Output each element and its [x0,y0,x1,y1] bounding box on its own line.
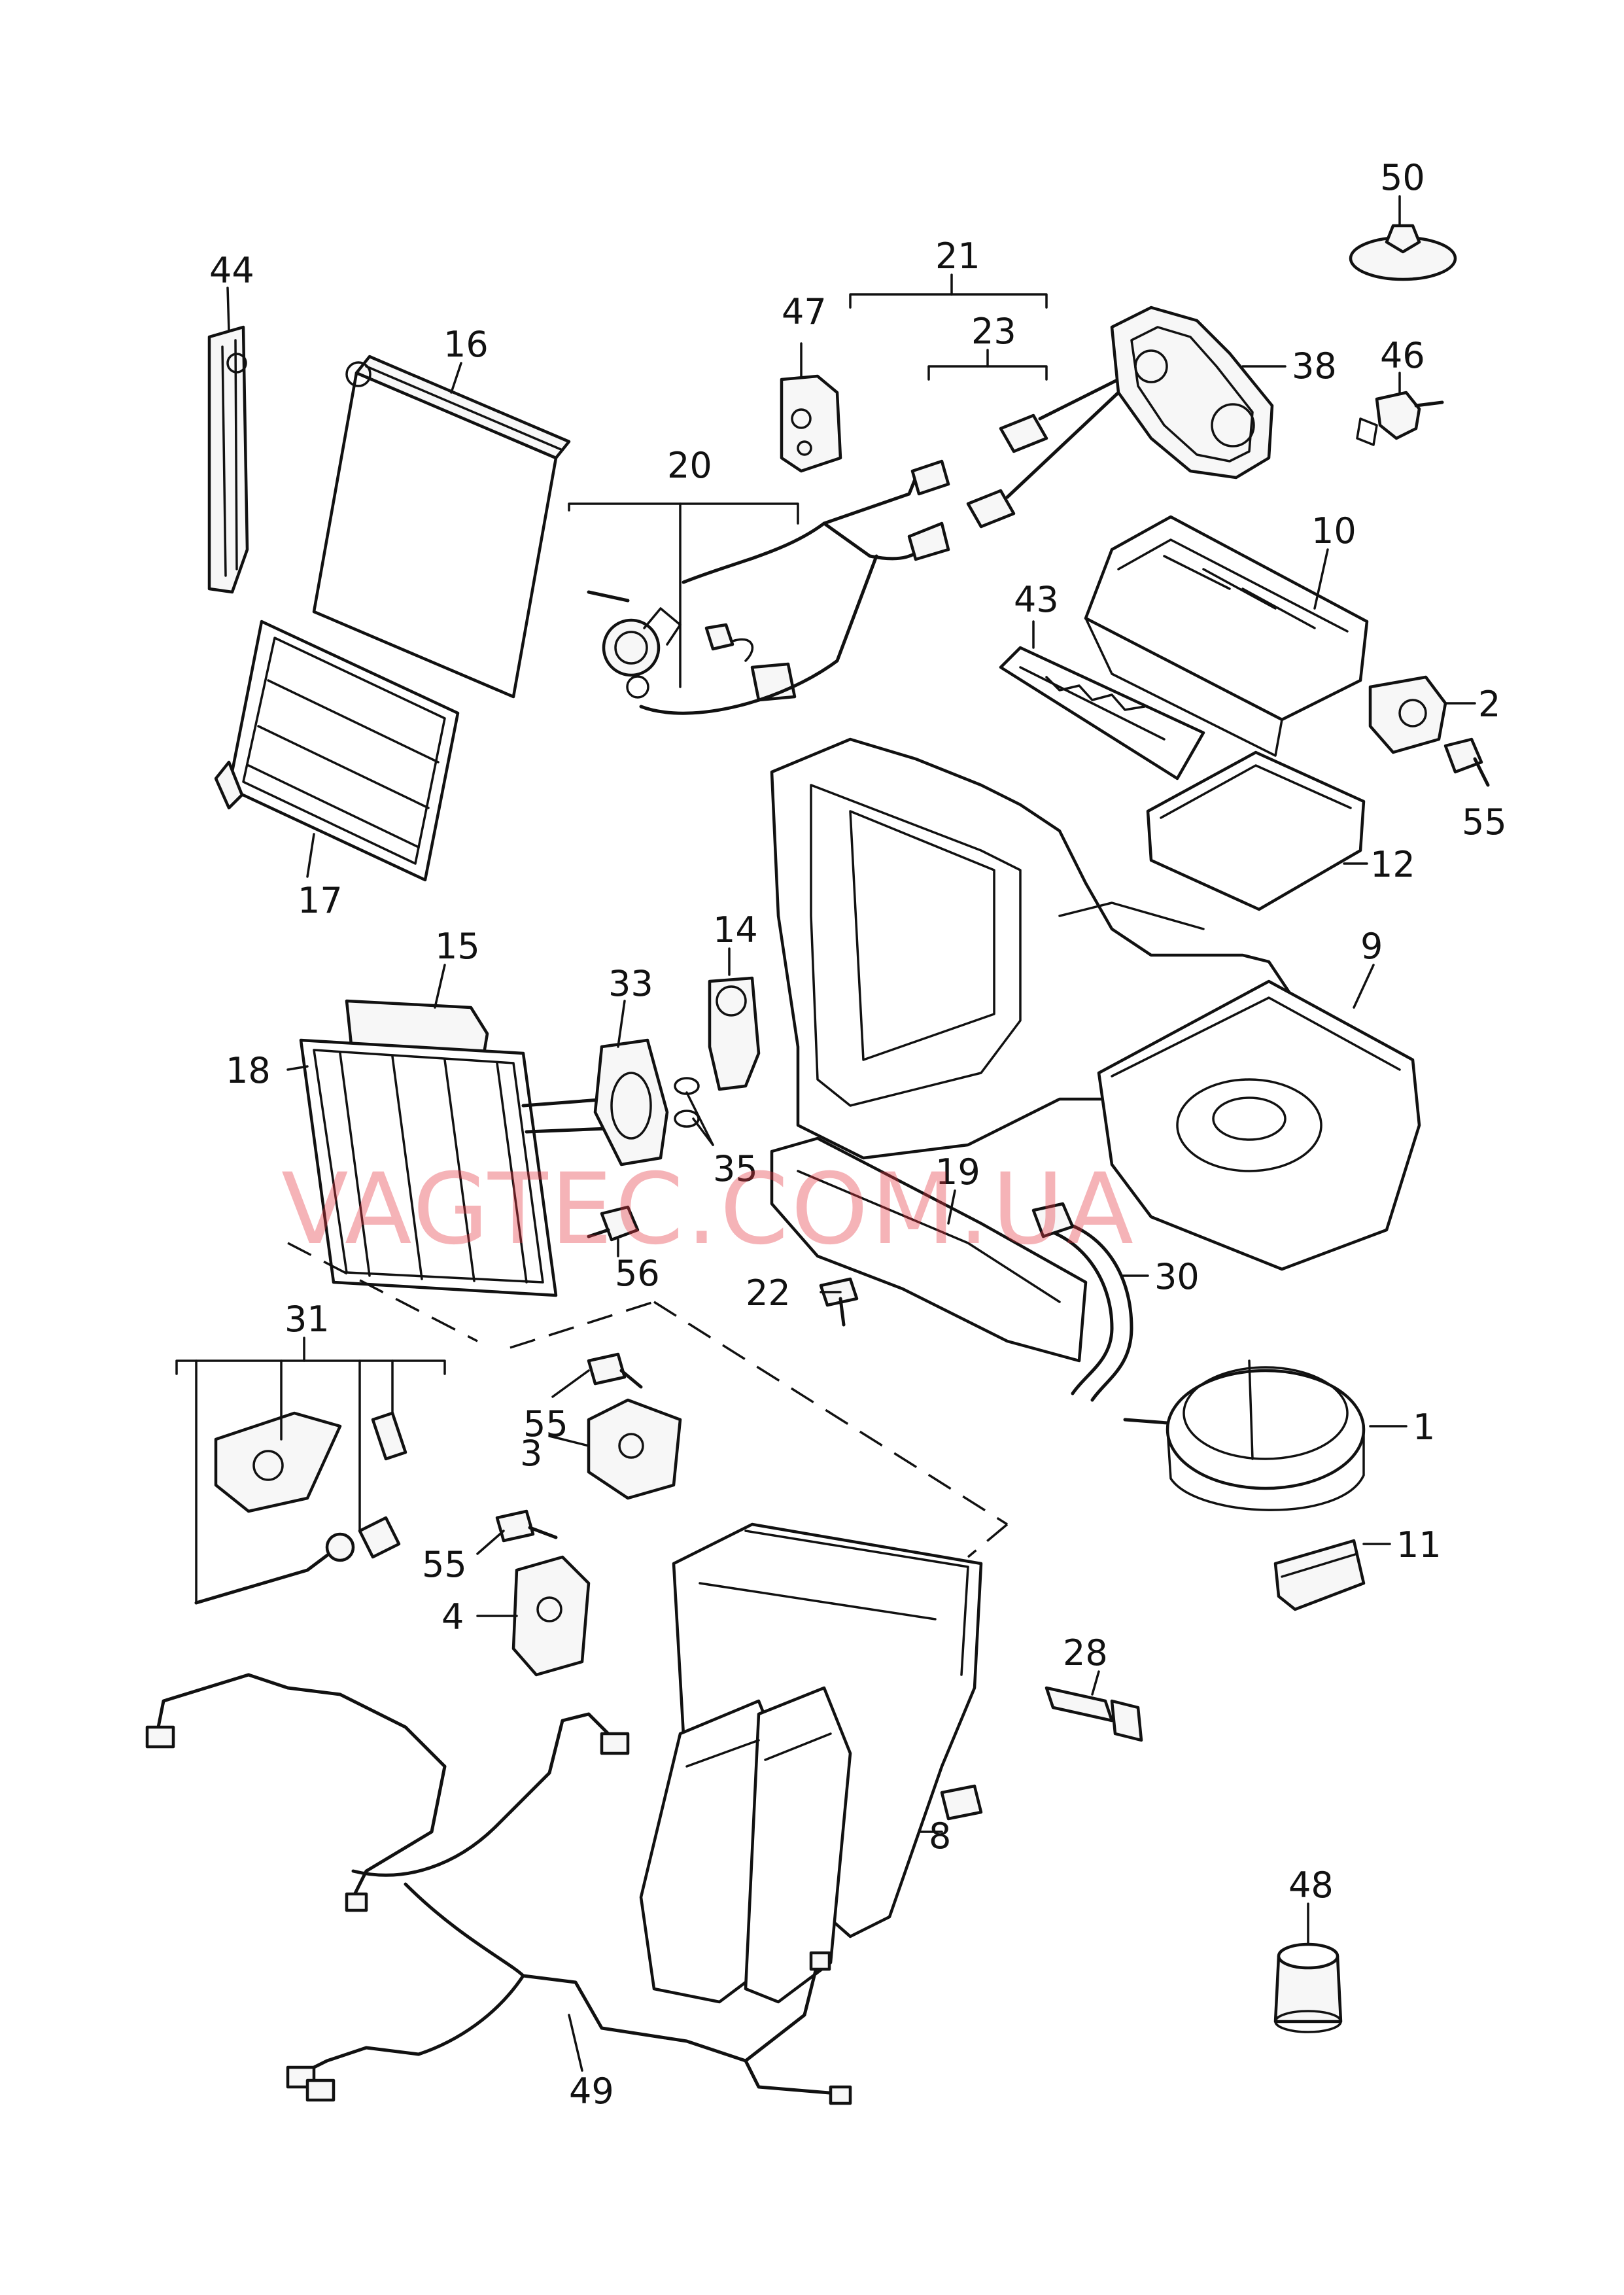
part-55-screw-lower [495,1509,558,1543]
callout-49: 49 [569,2071,614,2112]
callout-50: 50 [1380,157,1425,198]
part-33-seal [593,1038,669,1166]
callout-14: 14 [713,909,758,951]
part-12-cabin-filter [1146,750,1366,911]
part-19-lower-cover [770,1136,1088,1363]
callout-23: 23 [971,311,1016,352]
callout-55-right: 55 [1462,801,1507,843]
part-10-intake-housing [1084,515,1369,757]
callout-38: 38 [1292,345,1337,387]
callout-16: 16 [443,324,489,365]
part-15-18-evaporator [287,999,610,1342]
callout-1: 1 [1413,1407,1435,1448]
part-49-wiring-harness [145,1673,852,2105]
callout-20: 20 [667,445,712,486]
callout-18: 18 [226,1050,271,1091]
callout-46: 46 [1380,335,1425,376]
callout-3: 3 [520,1433,542,1474]
part-9-blower-housing [1097,979,1421,1271]
leader-lines [175,195,1476,2072]
callout-2: 2 [1478,684,1500,725]
callout-44: 44 [209,250,254,291]
dashed-group-outline [510,1301,1009,1558]
callout-56: 56 [615,1253,660,1294]
part-14-expansion-valve [708,976,761,1091]
callout-17: 17 [298,880,343,921]
part-8-lower-housing [639,1522,983,2004]
part-38-gasket [1110,306,1274,480]
part-16-heater-core [312,355,571,699]
part-17-grid-frame [214,620,460,882]
part-4-actuator [511,1555,591,1677]
callout-55-lower: 55 [422,1544,467,1585]
callout-31: 31 [285,1299,330,1340]
part-23-fittings [966,377,1120,529]
callout-30: 30 [1154,1256,1200,1297]
part-1-blower-motor [1123,1359,1366,1511]
callout-28: 28 [1063,1632,1108,1673]
part-44-bracket [207,325,249,594]
callout-55-upper: 55 [523,1403,568,1445]
callout-9: 9 [1360,926,1383,967]
part-48-cap [1273,1942,1343,2033]
callout-35: 35 [713,1148,758,1189]
callout-11: 11 [1396,1524,1442,1566]
callout-33: 33 [608,963,653,1004]
callout-8: 8 [929,1815,951,1857]
part-2-actuator [1368,675,1447,754]
part-11-cover [1273,1539,1366,1611]
part-47-block [780,374,842,473]
part-3-actuator [587,1398,682,1500]
callout-10: 10 [1311,510,1356,552]
part-31-linkage-set [194,1411,407,1605]
callout-15: 15 [435,926,480,967]
callout-21: 21 [935,236,980,277]
callout-labels: 44 16 17 15 18 33 14 35 56 20 21 47 23 3… [209,157,1507,2112]
callout-47: 47 [782,291,827,332]
callout-48: 48 [1288,1865,1334,1906]
part-55-screw-right [1443,737,1490,787]
watermark-text: VAGTEC.COM.UA [281,1153,1136,1267]
part-50-nut [1349,224,1457,281]
part-20-line-fittings [587,554,878,715]
callout-12: 12 [1370,844,1415,885]
callout-43: 43 [1014,579,1059,620]
part-46-clip [1356,391,1444,446]
part-43-grid-cover [999,646,1205,780]
callout-4: 4 [441,1596,464,1638]
part-30-drain-hose [1031,1202,1133,1402]
callout-22: 22 [746,1272,791,1314]
callout-19: 19 [935,1151,980,1193]
part-28-sensor [1045,1686,1143,1742]
part-55-screw-upper [587,1352,643,1389]
part-22-screw [819,1277,859,1327]
part-56-screw [587,1205,640,1242]
part-21-ac-lines [682,459,950,584]
